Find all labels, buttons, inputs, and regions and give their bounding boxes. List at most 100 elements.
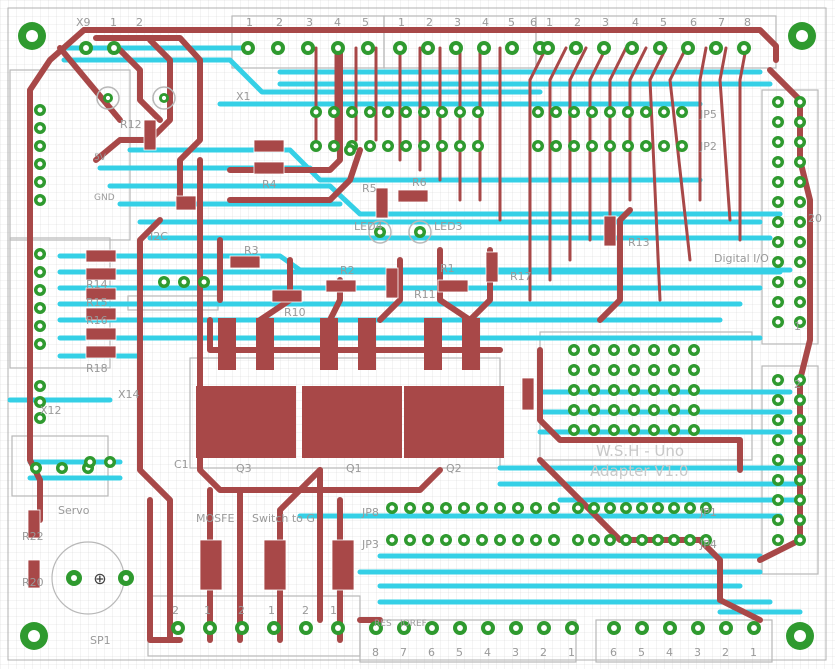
through-hole-pad (794, 394, 806, 406)
through-hole-pad (310, 106, 322, 118)
pin-number: 4 (484, 646, 491, 659)
through-hole-pad (737, 41, 751, 55)
x1-label: X1 (236, 90, 251, 103)
i2c-label: I2C (150, 230, 168, 243)
board-title-line1: W.S.H - Uno (596, 442, 684, 460)
through-hole-pad (794, 316, 806, 328)
pin-number: 3 (454, 16, 461, 29)
pin-number: 3 (306, 16, 313, 29)
through-hole-pad (588, 502, 600, 514)
through-hole-pad (541, 41, 555, 55)
through-hole-pad (676, 106, 688, 118)
led4-label: LED4 (354, 220, 383, 233)
pin-number: 1 (110, 16, 117, 29)
through-hole-pad (719, 621, 733, 635)
through-hole-pad (537, 621, 551, 635)
through-hole-pad (34, 302, 46, 314)
through-hole-pad (688, 364, 700, 376)
through-hole-pad (34, 338, 46, 350)
through-hole-pad (794, 196, 806, 208)
through-hole-pad (640, 140, 652, 152)
pin-number: 5 (638, 646, 645, 659)
through-hole-pad (235, 621, 249, 635)
through-hole-pad (572, 502, 584, 514)
through-hole-pad (34, 158, 46, 170)
through-hole-pad (34, 320, 46, 332)
through-hole-pad (772, 316, 784, 328)
pin-number: 4 (632, 16, 639, 29)
through-hole-pad (436, 140, 448, 152)
through-hole-pad (458, 502, 470, 514)
r11-label: R11 (414, 288, 436, 301)
leds (96, 86, 432, 244)
through-hole-pad (331, 41, 345, 55)
through-hole-pad (794, 434, 806, 446)
through-hole-pad (604, 106, 616, 118)
through-hole-pad (34, 380, 46, 392)
through-hole-pad (328, 140, 340, 152)
pin-number: 2 (302, 604, 309, 617)
through-hole-pad (418, 106, 430, 118)
pin-number: 2 (238, 604, 245, 617)
r5-label: R5 (362, 182, 377, 195)
through-hole-pad (597, 41, 611, 55)
through-hole-pad (361, 41, 375, 55)
pin-number: 6 (530, 16, 537, 29)
through-hole-pad (404, 502, 416, 514)
through-hole-pad (794, 96, 806, 108)
servo-label: Servo (58, 504, 90, 517)
through-hole-pad (568, 404, 580, 416)
through-hole-pad (772, 276, 784, 288)
through-hole-pad (548, 534, 560, 546)
through-hole-pad (648, 344, 660, 356)
q2-label: Q2 (446, 462, 462, 475)
through-hole-pad (530, 502, 542, 514)
pin-number: 7 (400, 646, 407, 659)
through-hole-pad (684, 502, 696, 514)
through-hole-pad (364, 140, 376, 152)
through-hole-pad (56, 462, 68, 474)
through-hole-pad (171, 621, 185, 635)
through-hole-pad (568, 424, 580, 436)
through-hole-pad (772, 156, 784, 168)
through-hole-pad (364, 106, 376, 118)
through-hole-pad (568, 140, 580, 152)
r22-label: R22 (22, 530, 44, 543)
through-hole-pad (648, 424, 660, 436)
through-hole-pad (772, 414, 784, 426)
r18-label: R18 (86, 362, 108, 375)
through-hole-pad (103, 93, 113, 103)
through-hole-pad (622, 106, 634, 118)
mounting-holes (18, 22, 816, 650)
jp1-label: JP1 (699, 506, 717, 519)
connector-pin-20: 20 (808, 212, 822, 225)
through-hole-pad (628, 404, 640, 416)
through-hole-pad (620, 502, 632, 514)
through-hole-pad (440, 534, 452, 546)
through-hole-pad (159, 93, 169, 103)
through-hole-pad (34, 266, 46, 278)
through-hole-pad (104, 456, 116, 468)
through-hole-pad (328, 106, 340, 118)
through-hole-pad (512, 534, 524, 546)
pin-number: 2 (136, 16, 143, 29)
through-hole-pad (628, 424, 640, 436)
through-hole-pad (472, 140, 484, 152)
through-hole-pad (34, 412, 46, 424)
through-hole-pad (648, 404, 660, 416)
through-hole-pad (772, 256, 784, 268)
pin-number: 1 (246, 16, 253, 29)
x14-label: X14 (118, 388, 140, 401)
pin-number: 1 (268, 604, 275, 617)
through-hole-pad (653, 41, 667, 55)
through-hole-pad (688, 404, 700, 416)
r6-label: R6 (412, 176, 427, 189)
r3-label: R3 (244, 244, 259, 257)
through-hole-pad (635, 621, 649, 635)
ioref-label: IOREF (400, 619, 427, 629)
mosfet-q2 (404, 318, 504, 458)
through-hole-pad (608, 404, 620, 416)
pin-number: 1 (330, 604, 337, 617)
through-hole-pad (668, 534, 680, 546)
through-hole-pad (374, 226, 386, 238)
